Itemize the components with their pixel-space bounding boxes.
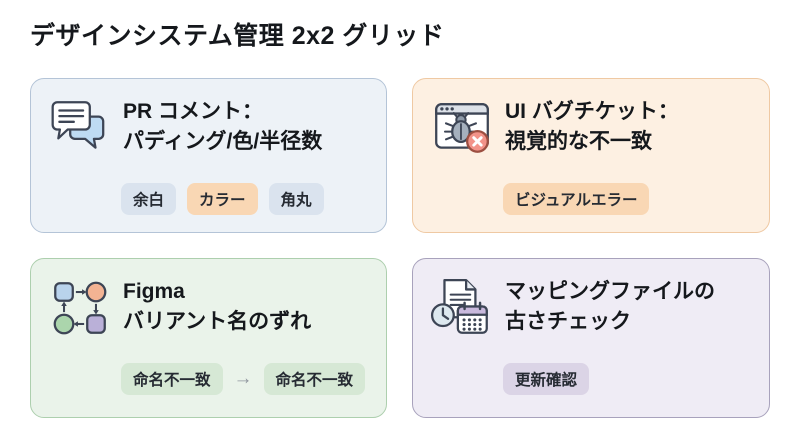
card-ui-bug-ticket: UI バグチケット： 視覚的な不一致 ビジュアルエラー — [412, 78, 770, 233]
chip-color: カラー — [187, 183, 258, 215]
card-figma-variant-mismatch: Figma バリアント名のずれ 命名不一致 → 命名不一致 — [30, 258, 387, 418]
chat-bubbles-icon — [47, 95, 113, 161]
variant-flow-icon — [47, 275, 113, 341]
grid-2x2: PR コメント： パディング/色/半径数 余白 カラー 角丸 — [30, 78, 770, 418]
card-mapping-file-age: マッピングファイルの 古さチェック 更新確認 — [412, 258, 770, 418]
card-title: UI バグチケット： 視覚的な不一致 — [505, 95, 679, 157]
chip-row: 更新確認 — [503, 363, 753, 395]
card-title-line-2: バリアント名のずれ — [123, 310, 312, 333]
browser-bug-error-icon — [429, 95, 495, 161]
chip-margin: 余白 — [121, 183, 177, 215]
card-title-line-1: UI バグチケット： — [505, 100, 679, 123]
file-age-check-icon — [429, 275, 495, 341]
card-title: Figma バリアント名のずれ — [123, 275, 311, 337]
chip-update-check: 更新確認 — [503, 363, 590, 395]
card-title-line-1: Figma — [123, 280, 185, 303]
card-title-line-2: 古さチェック — [505, 310, 631, 333]
card-head: UI バグチケット： 視覚的な不一致 — [429, 95, 753, 161]
page-title: デザインシステム管理 2x2 グリッド — [30, 22, 445, 50]
chip-naming-mismatch-left: 命名不一致 — [121, 363, 223, 395]
card-head: マッピングファイルの 古さチェック — [429, 275, 753, 341]
chip-visual-error: ビジュアルエラー — [503, 183, 650, 215]
card-title: マッピングファイルの 古さチェック — [505, 275, 715, 337]
card-pr-comments: PR コメント： パディング/色/半径数 余白 カラー 角丸 — [30, 78, 387, 233]
card-head: PR コメント： パディング/色/半径数 — [47, 95, 370, 161]
card-title-line-2: 視覚的な不一致 — [505, 130, 652, 153]
card-head: Figma バリアント名のずれ — [47, 275, 370, 341]
chip-corner-radius: 角丸 — [268, 183, 324, 215]
chip-row: 命名不一致 → 命名不一致 — [121, 363, 370, 395]
chip-naming-mismatch-right: 命名不一致 — [263, 363, 366, 395]
card-title-line-1: マッピングファイルの — [505, 280, 715, 303]
card-title: PR コメント： パディング/色/半径数 — [123, 95, 322, 157]
card-title-line-1: PR コメント： — [123, 100, 264, 123]
chip-row: ビジュアルエラー — [503, 183, 753, 215]
chip-row: 余白 カラー 角丸 — [121, 183, 370, 215]
arrow-right-glyph: → — [233, 368, 253, 389]
card-title-line-2: パディング/色/半径数 — [123, 130, 323, 153]
